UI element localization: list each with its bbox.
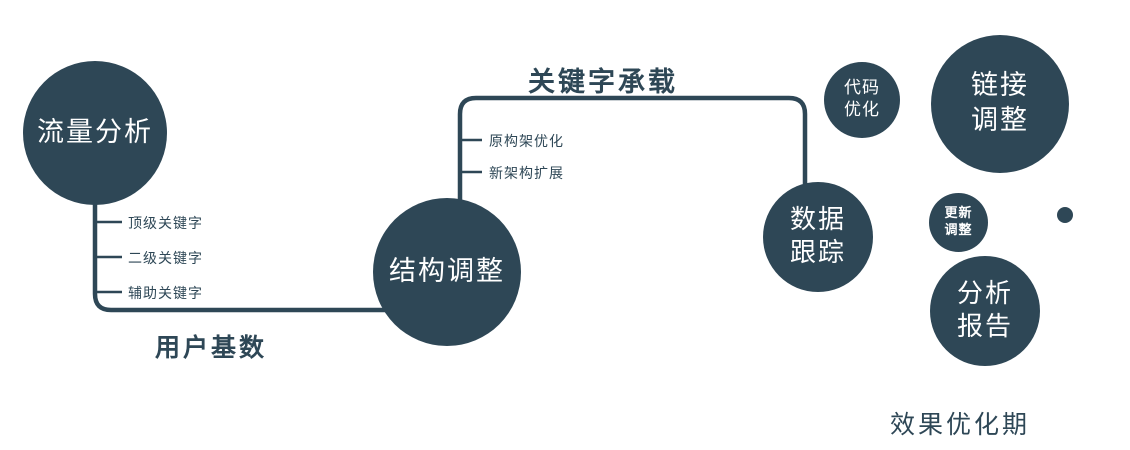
node-analysis-report: 分析 报告 [930, 256, 1040, 366]
node-code-optimization: 代码 优化 [824, 62, 900, 138]
node-update-adjustment: 更新 调整 [929, 193, 988, 252]
node-structure-adjustment: 结构调整 [373, 198, 521, 346]
small-dot-marker [1057, 207, 1073, 223]
node-label-line2: 报告 [956, 312, 1013, 342]
node-label-line1: 代码 [844, 78, 880, 99]
node-data-tracking: 数据 跟踪 [763, 182, 873, 292]
structure-branch-ticks [460, 138, 482, 174]
branch-label-original-framework-optimization: 原构架优化 [489, 134, 564, 150]
node-label-line2: 跟踪 [789, 238, 846, 268]
edge-label-user-base: 用户基数 [155, 333, 268, 362]
node-label-line2: 调整 [944, 222, 973, 238]
node-label-line1: 更新 [944, 205, 973, 221]
branch-label-new-architecture-expansion: 新架构扩展 [489, 166, 564, 182]
node-label-line1: 链接 [971, 70, 1029, 102]
node-link-adjustment: 链接 调整 [931, 35, 1069, 173]
node-label-line2: 调整 [971, 105, 1029, 136]
connector-keyword-path [457, 95, 808, 208]
node-label: 流量分析 [37, 116, 153, 148]
node-label-line2: 优化 [844, 100, 880, 120]
edge-label-keyword-bearing: 关键字承载 [528, 67, 678, 98]
node-traffic-analysis: 流量分析 [23, 61, 167, 205]
branch-label-auxiliary-keywords: 辅助关键字 [128, 286, 203, 302]
connector-user-base-path [92, 187, 433, 313]
node-label: 结构调整 [389, 255, 505, 287]
footer-label-effect-optimization: 效果优化期 [890, 410, 1031, 439]
node-label-line1: 数据 [789, 204, 846, 235]
node-label-line1: 分析 [956, 278, 1013, 309]
branch-label-top-keywords: 顶级关键字 [128, 216, 203, 232]
branch-label-secondary-keywords: 二级关键字 [128, 251, 203, 267]
traffic-branch-ticks [95, 220, 122, 294]
